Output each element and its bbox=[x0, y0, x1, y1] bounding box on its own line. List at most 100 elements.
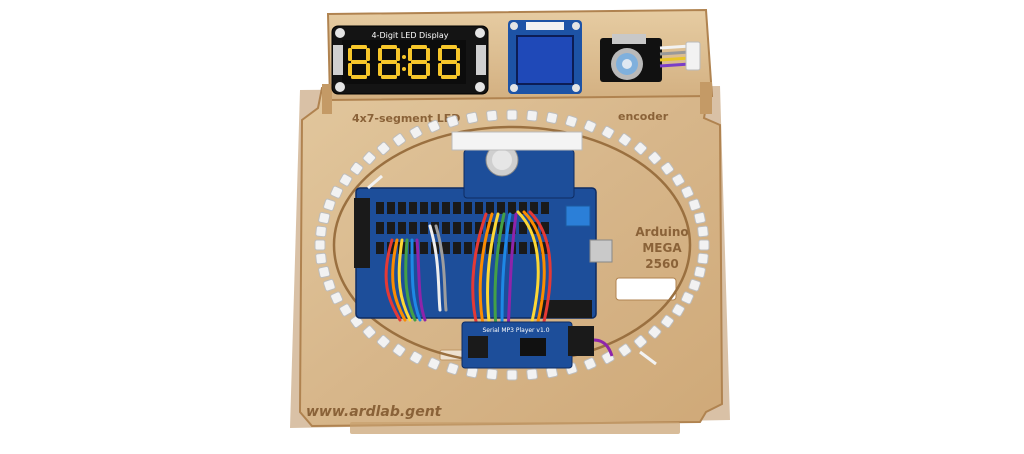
header-pin-block bbox=[442, 242, 450, 254]
led-pixel bbox=[392, 343, 406, 357]
header-pin-block bbox=[398, 222, 406, 234]
led-pixel bbox=[446, 362, 459, 375]
header-pin-block bbox=[530, 242, 538, 254]
led-pixel bbox=[315, 225, 327, 238]
led-pixel bbox=[330, 185, 344, 199]
led-segment bbox=[408, 48, 412, 61]
header-pin-block bbox=[387, 222, 395, 234]
led-pixel bbox=[330, 291, 344, 305]
header-pin-block bbox=[409, 202, 417, 214]
led-pixel bbox=[362, 325, 377, 339]
led-pixel bbox=[693, 265, 706, 279]
led-segment bbox=[411, 60, 427, 64]
board-label-line: 2560 bbox=[645, 257, 678, 271]
led-pixel bbox=[633, 334, 648, 349]
header-pin-block bbox=[442, 222, 450, 234]
base-plate-edge bbox=[350, 422, 680, 434]
header-pin-block bbox=[464, 222, 472, 234]
led-pixel bbox=[680, 185, 694, 199]
led-segment bbox=[351, 75, 367, 79]
header-pin-block bbox=[431, 222, 439, 234]
led-segment bbox=[441, 45, 457, 49]
header-pin-block bbox=[376, 222, 384, 234]
header-pin-block bbox=[376, 202, 384, 214]
header-pin-block bbox=[420, 242, 428, 254]
led-pixel bbox=[376, 141, 391, 156]
led-segment bbox=[411, 75, 427, 79]
header-pin-block bbox=[409, 222, 417, 234]
led-pixel bbox=[697, 225, 709, 238]
led-segment bbox=[426, 48, 430, 61]
header-pin-block bbox=[508, 202, 516, 214]
display-module-label: 4-Digit LED Display bbox=[371, 31, 448, 40]
rotary-encoder-module bbox=[600, 34, 701, 82]
header-pin-block bbox=[398, 202, 406, 214]
neopixel-led-ring bbox=[314, 109, 710, 381]
led-pixel bbox=[314, 239, 326, 251]
led-pixel bbox=[392, 133, 406, 147]
led-segment bbox=[348, 63, 352, 76]
led-segment bbox=[351, 60, 367, 64]
led-pixel bbox=[486, 368, 498, 381]
zip-tie bbox=[367, 174, 383, 190]
led-segment bbox=[381, 60, 397, 64]
led-pixel bbox=[318, 211, 331, 225]
header-pin-block bbox=[376, 242, 384, 254]
led-pixel bbox=[318, 265, 331, 279]
led-pixel bbox=[409, 125, 423, 140]
led-pixel bbox=[583, 357, 597, 371]
seven-segment-digits bbox=[348, 45, 460, 79]
header-pin-block bbox=[453, 222, 461, 234]
led-pixel bbox=[506, 369, 518, 381]
mp3-module-label: Serial MP3 Player v1.0 bbox=[482, 327, 549, 334]
led-pixel bbox=[693, 211, 706, 225]
plate-cutout-slot bbox=[615, 277, 677, 301]
header-pin-block bbox=[497, 242, 505, 254]
led-segment bbox=[408, 63, 412, 76]
header-pin-block bbox=[464, 242, 472, 254]
led-pixel bbox=[409, 350, 423, 365]
led-pixel bbox=[339, 303, 353, 317]
header-pin-block bbox=[519, 202, 527, 214]
header-pin-block bbox=[541, 222, 549, 234]
led-pixel bbox=[349, 161, 364, 176]
engraved-encoder-label: encoder bbox=[618, 110, 669, 123]
led-pixel bbox=[660, 314, 675, 329]
header-pin-block bbox=[464, 202, 472, 214]
left-bracket bbox=[322, 84, 332, 114]
led-pixel bbox=[660, 161, 675, 176]
led-segment bbox=[438, 63, 442, 76]
colon-dot bbox=[402, 67, 406, 71]
led-pixel bbox=[633, 141, 648, 156]
jumper-wires bbox=[384, 210, 552, 332]
header-pin-block bbox=[508, 222, 516, 234]
led-segment bbox=[441, 75, 457, 79]
header-pin-block bbox=[475, 222, 483, 234]
header-pin-block bbox=[497, 202, 505, 214]
led-segment bbox=[381, 75, 397, 79]
engraved-top-label: 4x7-segment LED bbox=[352, 112, 460, 125]
led-pixel bbox=[565, 115, 578, 128]
board-label-line: Arduino bbox=[635, 225, 688, 239]
led-segment bbox=[381, 45, 397, 49]
led-pixel bbox=[671, 173, 685, 187]
led-segment bbox=[351, 45, 367, 49]
led-pixel bbox=[427, 119, 441, 133]
header-pin-block bbox=[387, 202, 395, 214]
led-pixel bbox=[446, 115, 459, 128]
header-pin-block bbox=[453, 202, 461, 214]
led-segment bbox=[378, 63, 382, 76]
header-pin-block bbox=[486, 222, 494, 234]
led-segment bbox=[366, 48, 370, 61]
header-pin-block bbox=[519, 222, 527, 234]
header-pin-block bbox=[486, 202, 494, 214]
engraved-board-label: Arduino MEGA 2560 bbox=[635, 225, 688, 271]
header-pin-block bbox=[420, 222, 428, 234]
led-pixel bbox=[698, 239, 710, 251]
led-segment bbox=[411, 45, 427, 49]
right-bracket bbox=[700, 82, 712, 114]
engraved-website: www.ardlab.gent bbox=[306, 404, 443, 420]
board-label-line: MEGA bbox=[642, 241, 682, 255]
led-pixel bbox=[680, 291, 694, 305]
